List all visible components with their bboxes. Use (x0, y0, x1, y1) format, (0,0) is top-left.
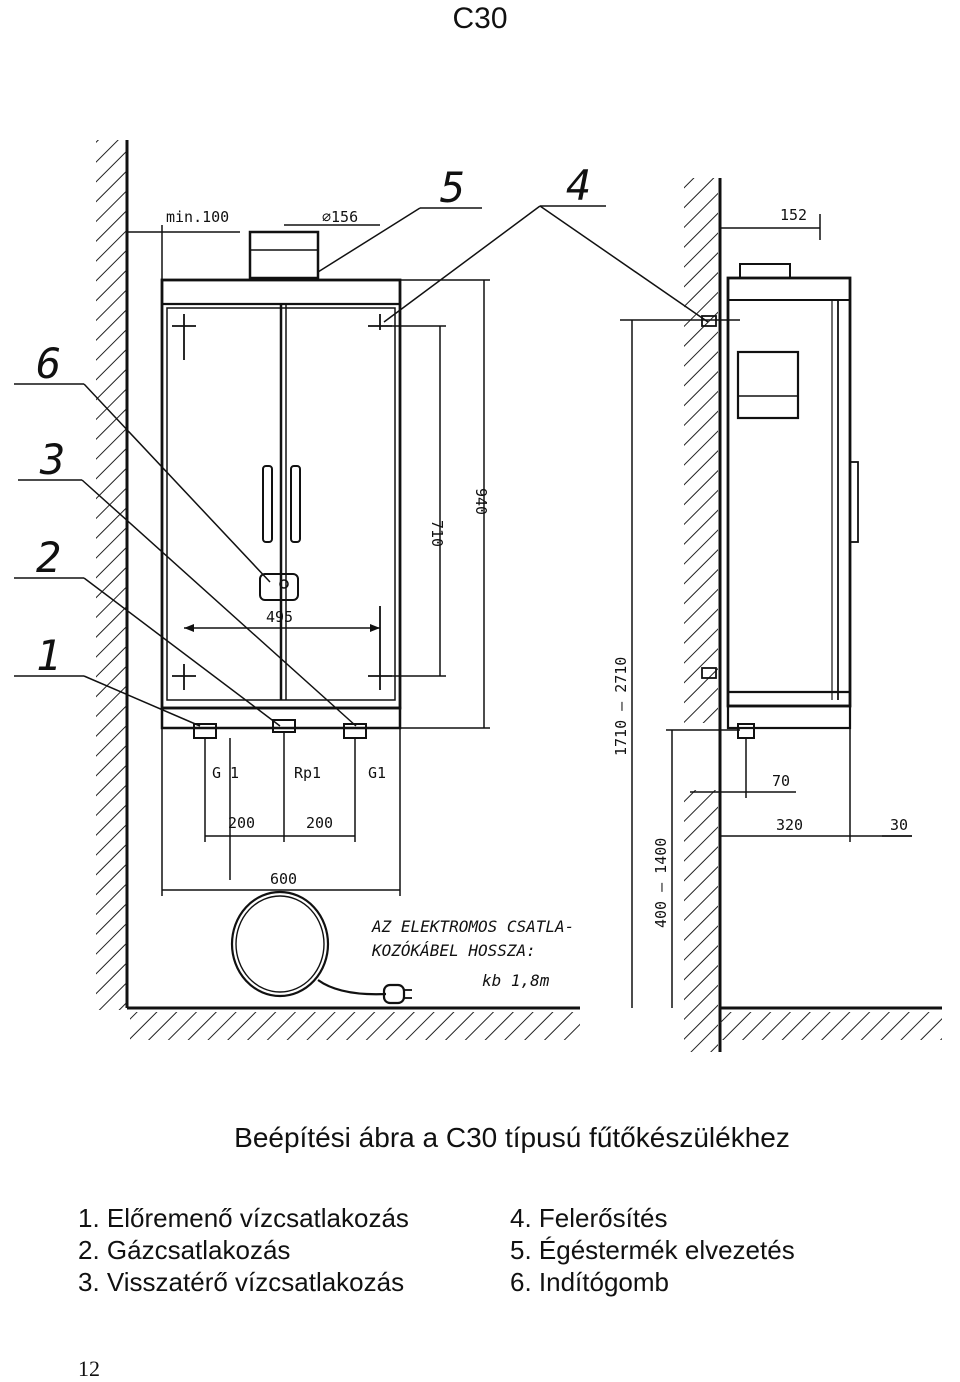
legend-item-5: 5. Égéstermék elvezetés (510, 1235, 795, 1265)
side-connection (737, 723, 755, 739)
legend-right: 4. Felerősítés 5. Égéstermék elvezetés 6… (510, 1202, 795, 1298)
installation-diagram: 6 3 2 1 5 4 min.100 ⌀156 495 200 200 600… (14, 140, 942, 1052)
page-number: 12 (78, 1356, 100, 1381)
door-handle-right (290, 465, 301, 543)
legend-item-6: 6. Indítógomb (510, 1267, 669, 1297)
conn-label-g1-right: G1 (368, 764, 386, 782)
callout-1: 1 (36, 631, 61, 680)
floor-hatch-left (130, 1012, 580, 1040)
dim-hole-height: 710 (428, 520, 446, 547)
conn-label-g1-left: G 1 (212, 764, 239, 782)
mount-bracket-top (701, 315, 717, 327)
dim-floor-clearance-range: 400 — 1400 (652, 838, 670, 928)
conn-label-rp1: Rp1 (294, 764, 321, 782)
callout-3: 3 (39, 435, 65, 484)
legend-item-1: 1. Előremenő vízcsatlakozás (78, 1203, 409, 1233)
dim-total-height: 940 (472, 488, 490, 515)
door-handle-left (262, 465, 273, 543)
wall-hatch-left (96, 140, 126, 1010)
conn-flow (193, 723, 217, 739)
side-panel (736, 350, 800, 420)
cable-plug (382, 983, 406, 1005)
figure-caption: Beépítési ábra a C30 típusú fűtőkészülék… (234, 1122, 790, 1153)
callout-6: 6 (36, 339, 61, 388)
flue-pipe (248, 230, 320, 280)
callout-4: 4 (566, 161, 591, 210)
dim-spacing-b: 200 (306, 814, 333, 832)
callout-2: 2 (36, 533, 61, 582)
cable-coil (230, 890, 330, 998)
dim-side-conn-offset: 70 (772, 772, 790, 790)
dim-flue-diameter: ⌀156 (322, 208, 358, 226)
callout-5: 5 (440, 163, 465, 212)
cable-note-line-2: KOZÓKÁBEL HOSSZA: (371, 941, 536, 960)
dim-side-depth-top: 152 (780, 206, 807, 224)
flue-side (739, 263, 791, 279)
cable-note-line-3: kb 1,8m (482, 971, 550, 990)
dim-side-gap: 30 (890, 816, 908, 834)
legend-left: 1. Előremenő vízcsatlakozás 2. Gázcsatla… (78, 1202, 409, 1298)
mount-marks-front (172, 314, 392, 690)
floor-hatch-right (720, 1012, 942, 1040)
dim-hole-spacing: 495 (266, 608, 293, 626)
dim-mount-height-range: 1710 — 2710 (612, 657, 630, 756)
page-header: C30 (452, 2, 508, 35)
mount-bracket-bottom (701, 667, 717, 679)
conn-gas (272, 719, 296, 733)
wall-hatch-right (684, 178, 718, 723)
cable-note-line-1: AZ ELEKTROMOS CSATLA- (371, 917, 574, 936)
dim-width: 600 (270, 870, 297, 888)
ignition-knob (259, 573, 299, 601)
dim-min-clearance: min.100 (166, 208, 229, 226)
legend-item-3: 3. Visszatérő vízcsatlakozás (78, 1267, 405, 1297)
callout-leaders (14, 205, 709, 727)
dim-side-depth: 320 (776, 816, 803, 834)
dim-spacing-a: 200 (228, 814, 255, 832)
legend-item-4: 4. Felerősítés (510, 1203, 668, 1233)
legend-item-2: 2. Gázcsatlakozás (78, 1235, 291, 1265)
